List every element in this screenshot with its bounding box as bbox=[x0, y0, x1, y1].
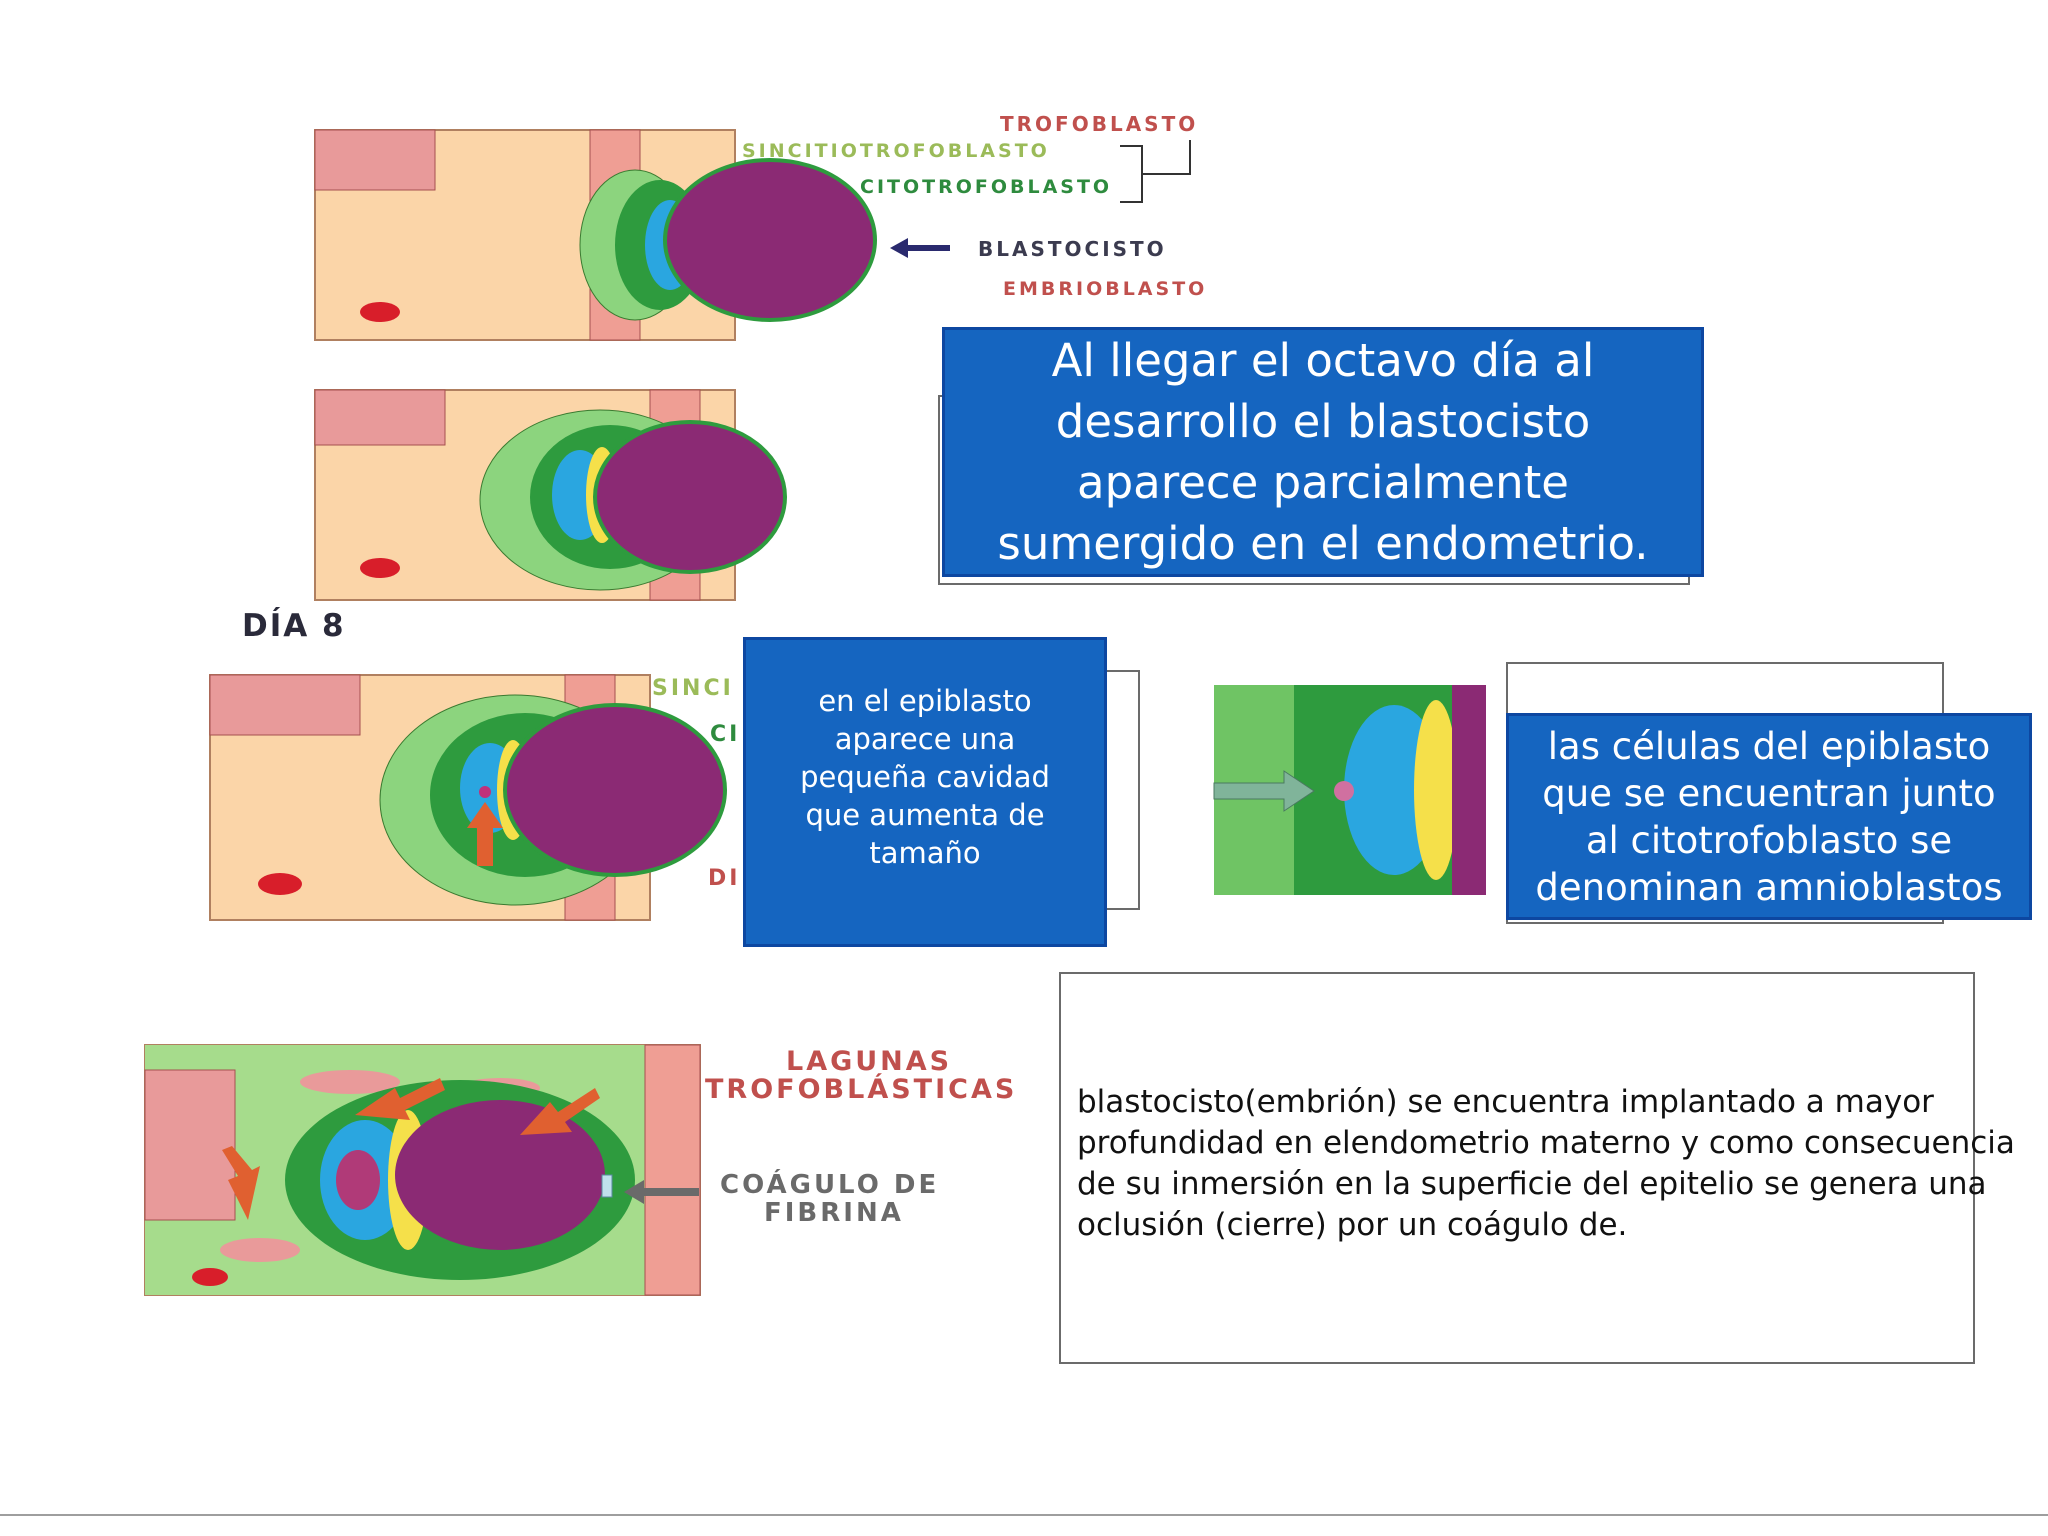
blastocyst-cavity bbox=[593, 420, 787, 574]
uterine-gland bbox=[209, 674, 361, 736]
trofoblasto-label: TROFOBLASTO bbox=[1000, 112, 1199, 136]
epiblast-cavity-text: en el epiblasto aparece una pequeña cavi… bbox=[800, 684, 1050, 870]
amniotic-cavity-dot bbox=[479, 786, 491, 798]
main-text: Al llegar el octavo día al desarrollo el… bbox=[997, 334, 1649, 570]
lagunas-label-line1: LAGUNAS bbox=[786, 1046, 953, 1077]
partial-label-sinci: SINCI bbox=[652, 676, 734, 701]
implantation-text: blastocisto(embrión) se encuentra implan… bbox=[1077, 1084, 2015, 1243]
blood-cell bbox=[360, 558, 400, 578]
partial-label-ci: CI bbox=[710, 722, 741, 747]
blastocisto-arrow bbox=[890, 238, 950, 258]
hypoblast-cells bbox=[1414, 700, 1458, 880]
blastocyst-figure-2 bbox=[314, 389, 787, 601]
blood-cell bbox=[360, 302, 400, 322]
blastocyst-cavity bbox=[1452, 685, 1486, 895]
blood-cell bbox=[192, 1268, 228, 1286]
amnioblasts-box: las células del epiblasto que se encuent… bbox=[1506, 713, 2032, 920]
implantation-text-box bbox=[1059, 972, 1975, 1364]
sincitiotrofoblasto-label: SINCITIOTROFOBLASTO bbox=[742, 140, 1050, 162]
epiblast-cavity-box: en el epiblasto aparece una pequeña cavi… bbox=[743, 637, 1107, 947]
orange-arrow bbox=[355, 1078, 445, 1120]
day-8-label: DÍA 8 bbox=[242, 608, 346, 644]
blastocyst-cavity bbox=[503, 703, 727, 877]
coagulo-label-line2: FIBRINA bbox=[764, 1198, 904, 1228]
epiblast-detail-figure bbox=[1213, 685, 1486, 895]
uterine-epithelium bbox=[644, 1044, 701, 1296]
amniotic-cavity bbox=[1334, 781, 1354, 801]
blastocisto-label: BLASTOCISTO bbox=[978, 237, 1167, 261]
trophoblastic-lacuna bbox=[220, 1238, 300, 1262]
orange-arrow bbox=[222, 1146, 260, 1220]
coagulo-label-line1: COÁGULO DE bbox=[720, 1170, 940, 1200]
amniotic-cavity bbox=[336, 1150, 380, 1210]
embrioblasto-label: EMBRIOBLASTO bbox=[1003, 278, 1208, 300]
trofoblasto-bracket bbox=[1120, 140, 1191, 203]
blastocyst-figure-1 bbox=[314, 129, 877, 341]
footer-divider bbox=[0, 1514, 2048, 1516]
fibrin-clot bbox=[601, 1174, 613, 1198]
uterine-gland bbox=[314, 389, 446, 446]
blood-cell bbox=[258, 873, 302, 895]
citotrofoblasto-label: CITOTROFOBLASTO bbox=[860, 176, 1113, 198]
blastocyst-figure-3 bbox=[209, 674, 727, 921]
gray-arrow bbox=[1213, 770, 1315, 812]
blastocyst-cavity bbox=[663, 158, 877, 322]
lagunas-label-line2: TROFOBLÁSTICAS bbox=[705, 1074, 1018, 1105]
blastocyst-figure-4 bbox=[144, 1044, 701, 1296]
uterine-gland bbox=[314, 129, 436, 191]
amnioblasts-text: las células del epiblasto que se encuent… bbox=[1535, 724, 2003, 909]
trophoblastic-lacuna bbox=[300, 1070, 400, 1094]
uterine-gland bbox=[144, 1069, 236, 1221]
coagulo-arrow bbox=[624, 1180, 699, 1204]
main-text-box: Al llegar el octavo día al desarrollo el… bbox=[942, 327, 1704, 577]
orange-arrow bbox=[467, 802, 503, 866]
partial-label-di: DI bbox=[708, 866, 741, 891]
orange-arrow bbox=[520, 1088, 600, 1135]
blastocyst-cavity bbox=[395, 1100, 605, 1250]
